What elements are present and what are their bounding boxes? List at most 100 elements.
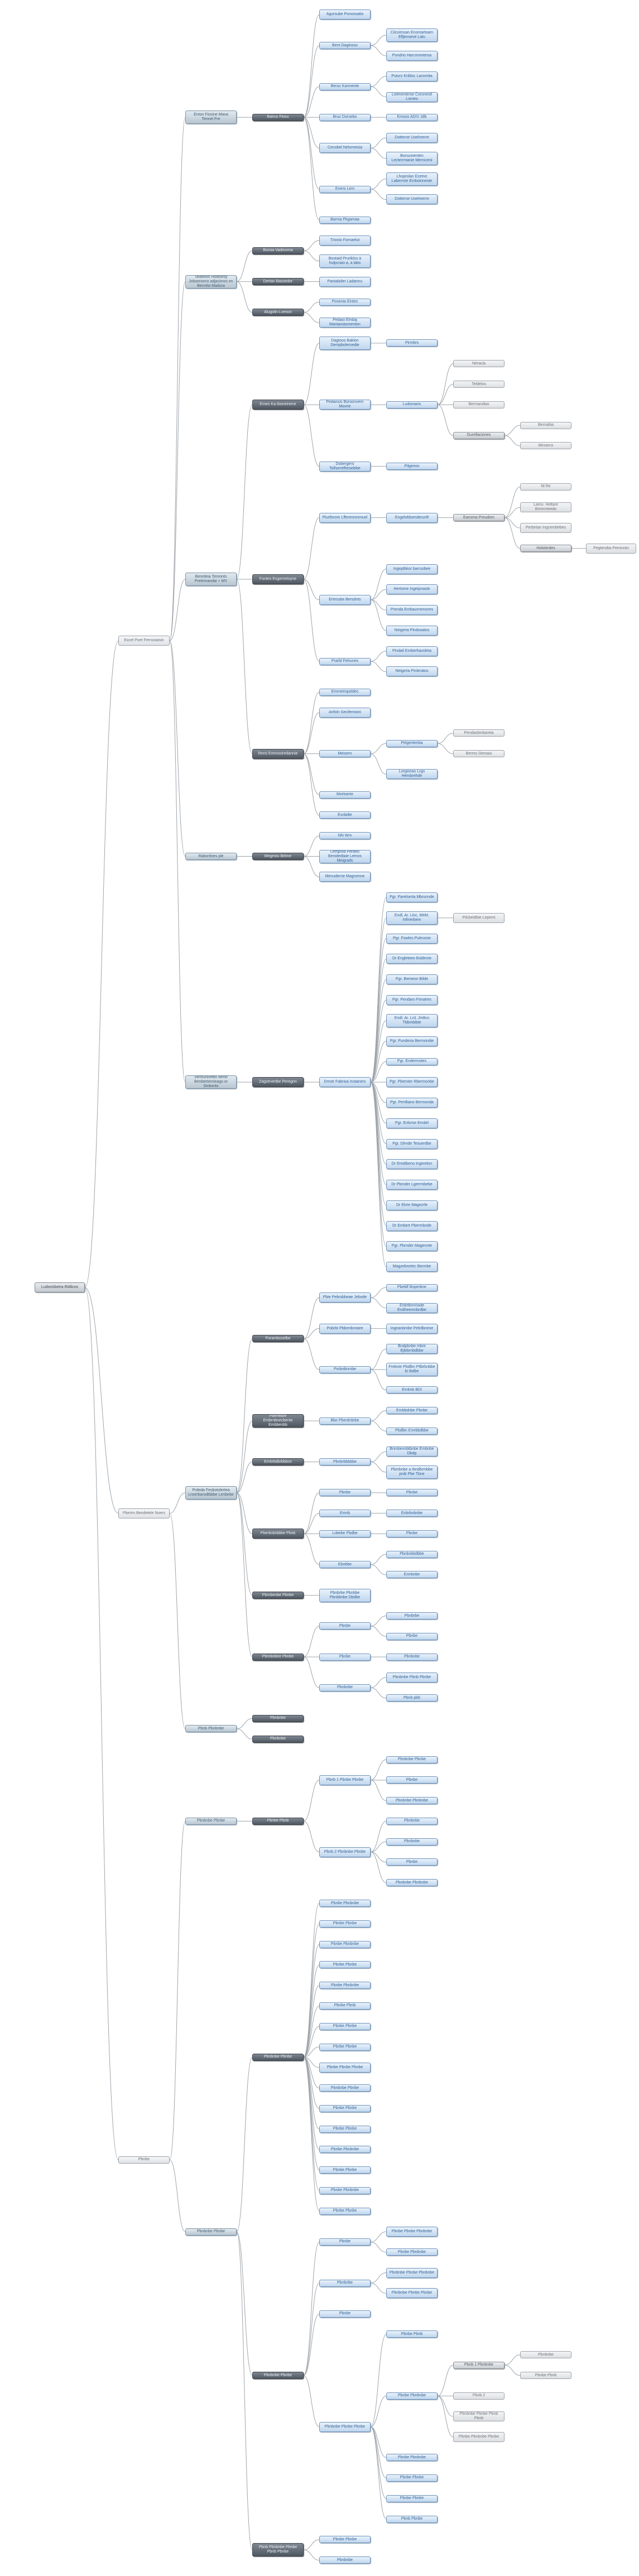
tree-node-d5[interactable]: Endl, Ar. Lloc, Mtrkt. Infinerbem bbox=[386, 911, 438, 925]
tree-node-d4[interactable]: Pbnbe bbox=[319, 1622, 371, 1630]
tree-node-d3[interactable]: Dertan Bassedor bbox=[252, 278, 304, 286]
tree-node-d5[interactable]: Pbnbrbe bbox=[386, 1612, 438, 1620]
tree-node-d5[interactable]: Pelgeriterbia bbox=[386, 739, 438, 747]
tree-node-d5[interactable]: Ingeptbkor barrusbee bbox=[386, 564, 438, 574]
tree-node-d6[interactable]: Bermandias bbox=[453, 401, 505, 408]
tree-node-d5[interactable]: Emoso ADIV Jdb bbox=[386, 113, 438, 121]
tree-node-d5[interactable]: Magzebnetec Bermbe bbox=[386, 1262, 438, 1272]
tree-node-d4[interactable]: Dobergero Tolhorrefheselebe bbox=[319, 461, 371, 472]
tree-node-d4[interactable]: Pedainos Boroonvern Movrie bbox=[319, 400, 371, 410]
tree-node-d5[interactable]: Pbnbe bbox=[386, 1632, 438, 1640]
tree-node-d4[interactable]: Pbnbe Pbnbe bbox=[319, 2166, 371, 2174]
tree-node-d2[interactable]: Prdeda Fesbotolertea Lnserbarsdtbbbe Len… bbox=[185, 1486, 237, 1500]
tree-node-d4[interactable]: Prarbl Fetrunes bbox=[319, 657, 371, 665]
tree-node-d5[interactable]: Pbnbe bbox=[386, 1489, 438, 1497]
tree-node-d4[interactable]: Posenia Eintez bbox=[319, 298, 371, 306]
tree-node-d4[interactable]: Ebnbbe bbox=[319, 1561, 371, 1569]
tree-node-d4[interactable]: Agursube Ponossatio bbox=[319, 9, 371, 20]
tree-node-d4[interactable]: Trionio Fornaelut bbox=[319, 236, 371, 246]
tree-node-d4[interactable]: Pbnbrbbbbbe bbox=[319, 1458, 371, 1466]
tree-node-d4[interactable]: Meisern bbox=[319, 750, 371, 758]
tree-node-d4[interactable]: Esnbdte bbox=[319, 811, 371, 819]
tree-node-d5[interactable]: Dr Engleteeo Buldnnie bbox=[386, 954, 438, 964]
tree-node-d4[interactable]: Bent Daginoso bbox=[319, 42, 371, 50]
tree-node-d5[interactable]: Pbnbnbe Pbnbe Pbnbnbe bbox=[386, 2267, 438, 2278]
tree-node-d7[interactable]: Bernabia bbox=[520, 421, 571, 429]
tree-node-d5[interactable]: Pgr. Dlrnde Tesuerdbe bbox=[386, 1138, 438, 1149]
tree-node-d5[interactable]: Lhoprolan Ezetne Laberrste Emboinneste bbox=[386, 172, 438, 186]
tree-node-d4[interactable]: Pantaloiler Ladamru bbox=[319, 276, 371, 287]
tree-node-d5[interactable]: Pgr. Enlorse Emdel bbox=[386, 1118, 438, 1128]
tree-node-d4[interactable]: NN Wm bbox=[319, 832, 371, 840]
tree-node-d3[interactable]: Pbnbnbe Pbnbe bbox=[252, 2053, 304, 2061]
tree-node-d5[interactable]: Dotterne Uoelmerre bbox=[386, 133, 438, 143]
tree-node-d5[interactable]: Pbnbe bbox=[386, 1776, 438, 1784]
tree-node-d5[interactable]: Frebnie Pbdlbn Ptlbrbnbbe bi Ibdbe bbox=[386, 1363, 438, 1377]
tree-node-d6[interactable]: Pilcbetdbie Lepemi bbox=[453, 912, 505, 923]
tree-node-d4[interactable]: Menuderne Magromne bbox=[319, 872, 371, 882]
tree-node-d2[interactable]: Enton Fiosine Maxa Tennel Fre bbox=[185, 110, 237, 124]
tree-node-d7[interactable]: Lamo. Heltare Brimrnteedo bbox=[520, 502, 571, 513]
tree-node-d3[interactable]: Alugolin Lvenon bbox=[252, 309, 304, 316]
tree-node-d3[interactable]: Bairus Fiosu bbox=[252, 113, 304, 121]
tree-node-d4[interactable]: Entrsube Bersdnts bbox=[319, 594, 371, 605]
tree-node-d4[interactable]: Bbe Pberdnbrbe bbox=[319, 1417, 371, 1425]
tree-node-d2[interactable]: Pbnb Pbnbnbe bbox=[185, 1725, 237, 1733]
tree-node-d5[interactable]: Pbnbnbe Pbnb Pbnbe bbox=[386, 1672, 438, 1683]
tree-node-d5[interactable]: Pbnbe bbox=[386, 1530, 438, 1537]
tree-node-d4[interactable]: Anfoln Secifemioni bbox=[319, 708, 371, 718]
tree-node-d4[interactable]: Pbnbe Pbnbe Pbnbe bbox=[319, 2062, 371, 2073]
tree-node-d5[interactable]: Pbnbe Pbnbe Pbnbnbe bbox=[386, 2227, 438, 2237]
tree-node-d6[interactable]: Gurellaciones bbox=[453, 431, 505, 439]
tree-node-d5[interactable]: Pindail Emberhavoleta bbox=[386, 646, 438, 656]
tree-node-d4[interactable]: Pbnbe bbox=[319, 1653, 371, 1661]
tree-node-d3[interactable]: Pbnbnbe bbox=[252, 1735, 304, 1743]
tree-node-d5[interactable]: Bndpbnbe mbre Ejlebrnbdbbe bbox=[386, 1344, 438, 1354]
tree-node-d7[interactable]: Pbnbe Pbnb bbox=[520, 2372, 571, 2380]
tree-node-d5[interactable]: Pgr. Pendaro Fimatres bbox=[386, 995, 438, 1006]
tree-node-d6[interactable]: Pbnb 1 Pbnbnbe bbox=[453, 2361, 505, 2369]
tree-node-d4[interactable]: Pbnbe Pbnbe bbox=[319, 2043, 371, 2051]
tree-node-d5[interactable]: Pbnbe Pbnbe bbox=[386, 2474, 438, 2482]
tree-node-d4[interactable]: Pbnbnbe bbox=[319, 2556, 371, 2564]
tree-node-d4[interactable]: Pbnbe Pbnbnbe bbox=[319, 1940, 371, 1948]
tree-node-d6[interactable]: Pbnbnbe Pbnbe Pbnb Pbnb bbox=[453, 2411, 505, 2422]
tree-node-d3[interactable]: Pbrnbnbee Pbnbe bbox=[252, 1653, 304, 1661]
tree-node-d5[interactable]: Pbeblf Bnperbne bbox=[386, 1284, 438, 1291]
tree-node-d4[interactable]: Pbnbe Pbnbnbe bbox=[319, 2146, 371, 2154]
tree-node-d3[interactable]: Pberfebre Embrnbnecbenie Embbenbb bbox=[252, 1414, 304, 1428]
tree-node-d6[interactable]: Bermo Demaio bbox=[453, 750, 505, 758]
tree-node-d5[interactable]: Pbnbnbe bbox=[386, 1817, 438, 1825]
tree-node-d4[interactable]: Mortoerte bbox=[319, 791, 371, 799]
tree-node-d5[interactable]: Ingeanbmbe Pelrdbnene bbox=[386, 1323, 438, 1334]
tree-node-d3[interactable]: Emen Ka Iboneinene bbox=[252, 400, 304, 410]
tree-node-d1[interactable]: Pbnbe bbox=[118, 2156, 170, 2164]
tree-node-d4[interactable]: Bruz Dorsebo bbox=[319, 113, 371, 121]
tree-node-d5[interactable]: Pgr. Fowles Pulmonie bbox=[386, 933, 438, 944]
tree-node-d2[interactable]: Teldeinm Holttsesy Jobsenomo adjacimos e… bbox=[185, 275, 237, 289]
tree-node-d5[interactable]: Pgr. Endermotes bbox=[386, 1058, 438, 1065]
tree-node-d4[interactable]: Dmstr Fabrioa Instaners bbox=[319, 1077, 371, 1088]
tree-node-d1[interactable]: Pberim Bendetele Noers bbox=[118, 1508, 170, 1518]
tree-node-d4[interactable]: Pmbrdinrnbe bbox=[319, 1366, 371, 1373]
tree-node-d4[interactable]: Pobrbt Pbbrmbnraee bbox=[319, 1323, 371, 1334]
tree-node-d4[interactable]: Bostaid Pruriklos à hulpcraio a, a labs bbox=[319, 254, 371, 268]
tree-node-d3[interactable]: Zagstrvertbe Peregrin bbox=[252, 1077, 304, 1088]
tree-node-d4[interactable]: Pedaoi Embaj Mantaniasmenton bbox=[319, 318, 371, 328]
tree-node-d4[interactable]: Dagtoos Baklon Dempbolernedie bbox=[319, 336, 371, 350]
tree-node-d5[interactable]: Ludomaris bbox=[386, 401, 438, 408]
tree-node-d4[interactable]: Pbnbe Pbnbe bbox=[319, 2125, 371, 2133]
tree-node-d5[interactable]: Pbdlbn Emrbbdbbe bbox=[386, 1427, 438, 1435]
tree-node-d3[interactable]: Embrbdbrbbbce bbox=[252, 1458, 304, 1466]
tree-node-d4[interactable]: Lobebe Pbdbe bbox=[319, 1530, 371, 1537]
tree-node-d5[interactable]: Pbnb Pbnbe bbox=[386, 2515, 438, 2523]
tree-node-d6[interactable]: Pendaslenbareta bbox=[453, 729, 505, 737]
tree-node-d3[interactable]: Pberbnbrbbbe Pbnb bbox=[252, 1529, 304, 1539]
tree-node-d4[interactable]: Pbnbnbe bbox=[319, 1684, 371, 1691]
tree-node-d3[interactable]: Poramboselbe bbox=[252, 1335, 304, 1343]
tree-node-d4[interactable]: Lemprod Perdeo Benidedtaie Lemos Meigrad… bbox=[319, 849, 371, 863]
tree-node-d4[interactable]: Pbnbnbe bbox=[319, 2279, 371, 2287]
tree-node-d4[interactable]: Pluriforom Lfferenronmuel bbox=[319, 512, 371, 523]
tree-node-d2[interactable]: Beredeia Tereonts Pretirmandai + MV bbox=[185, 572, 237, 586]
tree-node-d4[interactable]: Pbnbe Pbnbe bbox=[319, 1920, 371, 1928]
